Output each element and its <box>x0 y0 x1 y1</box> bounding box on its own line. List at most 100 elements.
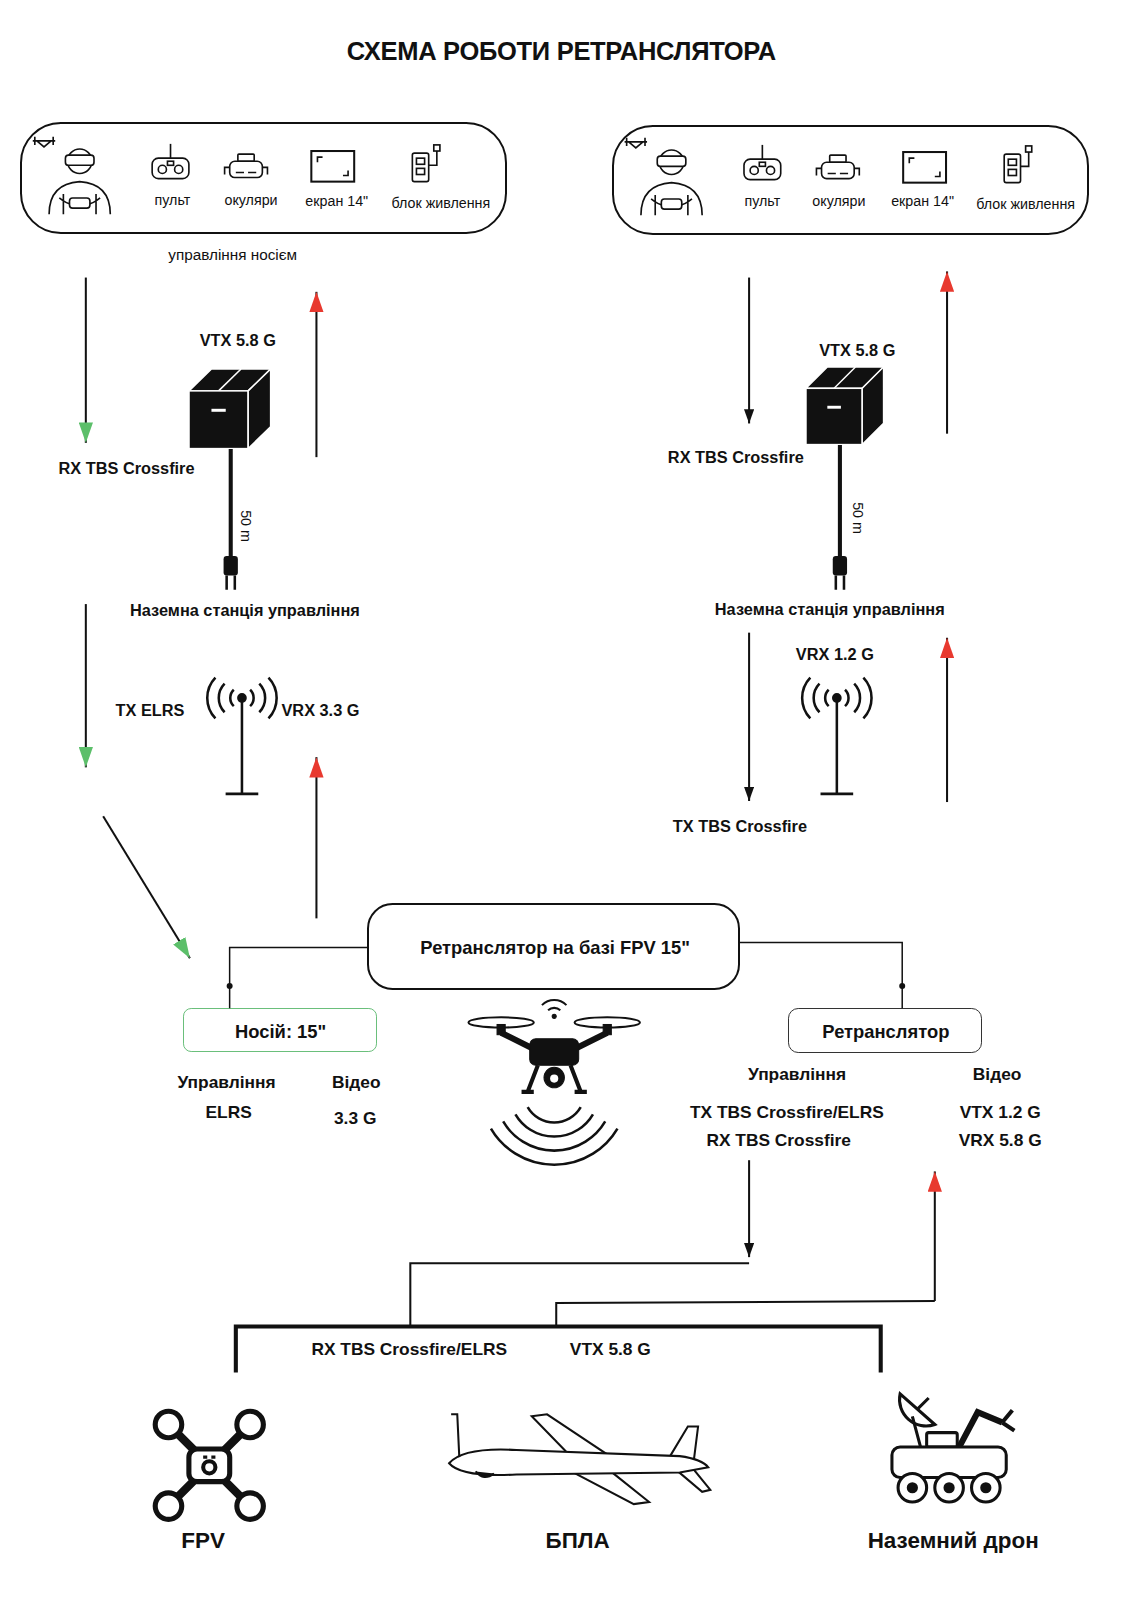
camera-lens <box>550 1074 558 1082</box>
cube-side <box>863 367 884 445</box>
control-arrow <box>748 1160 750 1257</box>
vtx-box: VTX 5.8 G <box>806 367 884 445</box>
cable-right <box>833 445 847 590</box>
signal-label: 50 m <box>849 503 865 535</box>
signal-label: 50 m <box>237 510 253 542</box>
antenna-tip <box>238 694 245 701</box>
plug-prongs <box>836 576 844 590</box>
ground-drone-icon <box>892 1394 1014 1502</box>
quad-motor <box>155 1493 182 1520</box>
power-icon <box>412 145 440 182</box>
cube-front <box>189 391 248 449</box>
screen-corners <box>317 157 348 175</box>
control-arrow <box>748 633 750 801</box>
video-arrow <box>934 1171 936 1301</box>
quad-motor <box>237 1493 264 1520</box>
cable-left <box>224 449 238 590</box>
screen-icon <box>311 151 354 182</box>
quad-frame <box>168 1424 250 1506</box>
repeater-box: Ретранслятор <box>788 1008 982 1053</box>
robot-arm <box>959 1412 1002 1447</box>
hand-remote <box>70 198 90 208</box>
wheel <box>935 1473 964 1502</box>
mini-drone <box>33 137 55 147</box>
quad-leds <box>203 1456 215 1459</box>
control-arrow <box>85 278 87 443</box>
connector-line <box>740 943 902 1009</box>
wheel-hub <box>908 1484 916 1492</box>
lenses <box>236 172 256 174</box>
signal-label: Управління <box>177 1073 275 1092</box>
antenna-symbol <box>207 678 276 794</box>
signal-label: 3.3 G <box>334 1109 376 1128</box>
goggles-top <box>238 154 254 161</box>
node-text: блок живлення <box>392 196 491 212</box>
signal-label: БПЛА <box>546 1529 610 1554</box>
signal-label: Відео <box>973 1065 1022 1084</box>
radio-wave <box>219 684 265 713</box>
signal-label: TX ELRS <box>116 702 185 720</box>
wing <box>532 1414 609 1455</box>
video-arrow <box>315 292 317 457</box>
cube-front <box>806 389 862 445</box>
signal-label: TX TBS Crossfire/ELRS <box>690 1104 884 1123</box>
stick <box>158 165 166 173</box>
cable <box>229 449 233 559</box>
node-text: пульт <box>155 193 191 209</box>
cube-flap <box>834 367 855 388</box>
uav-icon <box>449 1414 710 1504</box>
sensor-ball <box>476 1471 494 1477</box>
signal-label: TX TBS Crossfire <box>673 818 807 836</box>
control-arrow <box>748 278 750 424</box>
cable <box>838 445 842 559</box>
goggles-icon <box>225 154 268 177</box>
signal-label: VTX 1.2 G <box>960 1104 1041 1123</box>
signal-label: управління носієм <box>168 247 297 264</box>
signal-label: Наземний дрон <box>868 1529 1039 1554</box>
bus-bar <box>236 1327 881 1373</box>
signal-label: ELRS <box>205 1104 251 1123</box>
goggles <box>65 155 94 165</box>
signal-label: FPV <box>181 1529 225 1554</box>
antenna-symbol <box>802 678 871 794</box>
radio-wave <box>230 690 253 706</box>
diagram-title: СХЕМА РОБОТИ РЕТРАНСЛЯТОРА <box>347 37 776 65</box>
power-cable <box>429 151 437 165</box>
signal-label: VRX 1.2 G <box>796 646 874 664</box>
operator-panel: пультокуляриекран 14"блок живлення <box>20 122 507 233</box>
signal-label: Відео <box>332 1073 381 1092</box>
power-plug <box>434 145 440 151</box>
control-arrow <box>85 604 87 767</box>
remote-screen <box>167 161 173 165</box>
video-arrow <box>946 638 948 802</box>
node-text: Ретранслятор на базі FPV 15" <box>420 938 690 958</box>
relay-box: Ретранслятор на базі FPV 15" <box>367 903 740 990</box>
signal-label: RX TBS Crossfire <box>668 449 804 467</box>
bus-wire <box>556 1301 935 1327</box>
screen-frame <box>311 151 354 182</box>
arms <box>59 194 100 214</box>
plug <box>833 556 847 575</box>
node-text: VTX 5.8 G <box>819 342 895 360</box>
plug <box>224 556 238 575</box>
node-text: Ретранслятор <box>822 1022 949 1042</box>
power-port <box>416 168 424 174</box>
wifi-symbol <box>542 1000 566 1010</box>
radio-wave <box>207 678 276 719</box>
connector-dot <box>899 983 905 989</box>
node-text: блок живлення <box>976 197 1075 213</box>
node-text: пульт <box>744 194 780 210</box>
node-text: екран 14" <box>891 194 954 210</box>
cube-shape <box>806 367 884 445</box>
camera <box>544 1067 564 1087</box>
video-arrow <box>946 271 948 433</box>
signal-waves <box>491 1107 618 1165</box>
antenna-mast <box>241 700 244 794</box>
wheel-hub <box>982 1484 990 1492</box>
carrier-box: Носій: 15" <box>183 1008 377 1052</box>
signal-label: RX TBS Crossfire <box>59 460 195 478</box>
